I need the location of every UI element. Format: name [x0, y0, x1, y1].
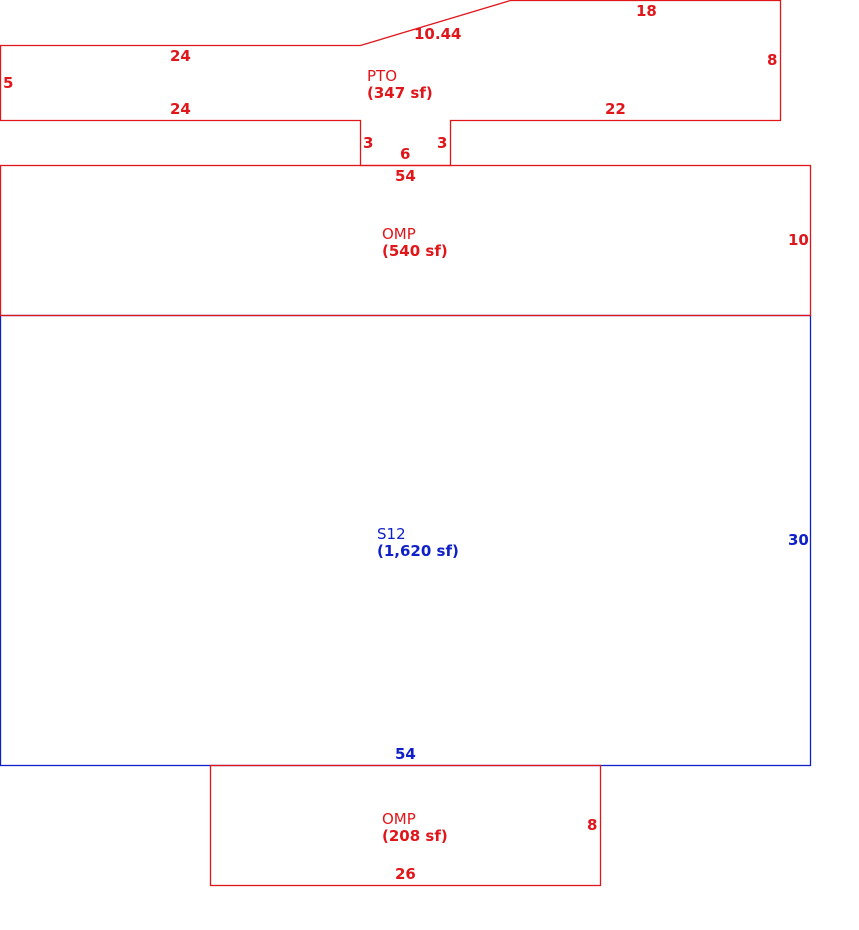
pto-dim-neck-right: 3 — [437, 134, 447, 152]
pto-dim-bottom-right: 22 — [605, 100, 626, 118]
omp-top-area-sf: (540 sf) — [382, 242, 448, 260]
pto-dim-top-left: 24 — [170, 47, 191, 65]
pto-dim-diagonal: 10.44 — [414, 25, 461, 43]
s12-dim-right: 30 — [788, 531, 809, 549]
pto-dim-neck-bottom: 6 — [400, 145, 410, 163]
pto-dim-right: 8 — [767, 51, 777, 69]
pto-outline — [0, 0, 782, 167]
omp-bottom-outline — [209, 764, 602, 887]
omp-top-area-name: OMP — [382, 225, 416, 243]
omp-bottom-area-name: OMP — [382, 810, 416, 828]
pto-dim-bottom-left: 24 — [170, 100, 191, 118]
omp-bottom-dim-bottom: 26 — [395, 865, 416, 883]
pto-area-name: PTO — [367, 67, 397, 85]
pto-dim-left: 5 — [3, 74, 13, 92]
omp-top-dim-top: 54 — [395, 167, 416, 185]
s12-dim-bottom: 54 — [395, 745, 416, 763]
pto-dim-neck-left: 3 — [363, 134, 373, 152]
s12-area-sf: (1,620 sf) — [377, 542, 459, 560]
omp-bottom-area-sf: (208 sf) — [382, 827, 448, 845]
pto-dim-top-right: 18 — [636, 2, 657, 20]
pto-area-sf: (347 sf) — [367, 84, 433, 102]
omp-top-dim-right: 10 — [788, 231, 809, 249]
s12-area-name: S12 — [377, 525, 406, 543]
omp-bottom-dim-right: 8 — [587, 816, 597, 834]
